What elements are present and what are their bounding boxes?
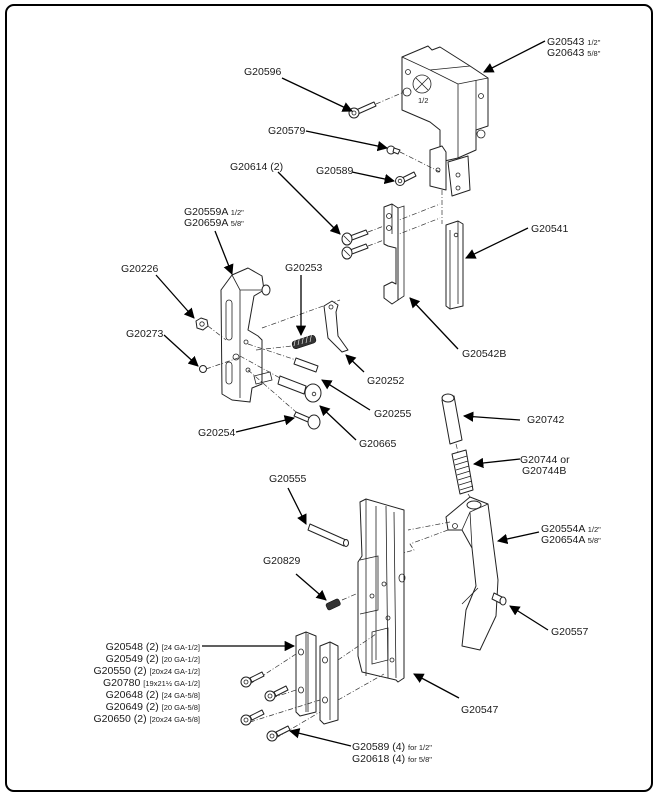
- svg-text:G20659A 5/8": G20659A 5/8": [184, 217, 244, 229]
- label-g20829: G20829: [263, 555, 301, 567]
- label-g20554a: G20554A: [541, 523, 585, 535]
- label-g20579: G20579: [268, 125, 306, 137]
- stripper-spec: [20x24 GA-5/8]: [150, 715, 200, 724]
- stripper-plate-list: G20548 (2) [24 GA-1/2] G20549 (2) [20 GA…: [94, 641, 201, 725]
- stripper-spec: [20x24 GA-1/2]: [150, 667, 200, 676]
- svg-text:G20780 [19x21½ GA-1/2]: G20780 [19x21½ GA-1/2]: [103, 677, 200, 689]
- label-g20654a: G20654A: [541, 534, 585, 546]
- pin-g20665: [277, 375, 322, 403]
- label-g20744-line2: G20744B: [522, 465, 566, 477]
- svg-text:G20618 (4) for 5/8": G20618 (4) for 5/8": [352, 753, 432, 765]
- screw-g20254: [293, 411, 321, 430]
- lever-g20252: [323, 300, 349, 353]
- screw-g20596: [348, 101, 377, 119]
- label-g20226: G20226: [121, 263, 159, 275]
- spring-g20253: [291, 331, 317, 350]
- svg-text:G20554A 1/2": G20554A 1/2": [541, 523, 601, 535]
- pin-g20255: [293, 357, 319, 373]
- nut-g20226: [195, 317, 209, 331]
- label-g20589-bottom-note: for 1/2": [408, 743, 432, 752]
- spring-g20744: [451, 449, 474, 495]
- body-g20547: [357, 498, 406, 683]
- setscrew-g20829: [325, 598, 341, 611]
- stripper-part: G20650 (2): [94, 713, 147, 725]
- screw-g20273: [199, 365, 207, 373]
- label-g20254: G20254: [198, 427, 236, 439]
- svg-text:G20654A 5/8": G20654A 5/8": [541, 534, 601, 546]
- svg-text:G20649 (2) [20 GA-5/8]: G20649 (2) [20 GA-5/8]: [106, 701, 200, 713]
- label-g20554a-size: 1/2": [588, 525, 601, 534]
- screws-g20589-bottom: [240, 671, 291, 742]
- leader-lines: [155, 40, 549, 747]
- svg-text:G20648 (2) [24 GA-5/8]: G20648 (2) [24 GA-5/8]: [106, 689, 200, 701]
- svg-text:G20549 (2) [20 GA-1/2]: G20549 (2) [20 GA-1/2]: [106, 653, 200, 665]
- label-g20659a: G20659A: [184, 217, 228, 229]
- label-g20252: G20252: [367, 375, 405, 387]
- label-g20618: G20618 (4): [352, 753, 405, 765]
- svg-text:G20643 5/8": G20643 5/8": [547, 47, 601, 59]
- label-g20618-note: for 5/8": [408, 755, 432, 764]
- stripper-part: G20549 (2): [106, 653, 159, 665]
- screw-g20589-top: [395, 171, 417, 186]
- label-g20255: G20255: [374, 408, 412, 420]
- stripper-part: G20648 (2): [106, 689, 159, 701]
- stripper-part: G20550 (2): [94, 665, 147, 677]
- svg-text:G20589 (4) for 1/2": G20589 (4) for 1/2": [352, 741, 432, 753]
- screw-g20579: [386, 145, 401, 155]
- label-g20559a: G20559A: [184, 206, 228, 218]
- bar-g20541: [445, 220, 464, 310]
- label-g20253: G20253: [285, 262, 323, 274]
- label-g20589-top: G20589: [316, 165, 354, 177]
- label-g20596: G20596: [244, 66, 282, 78]
- block-g20542b: [383, 203, 405, 305]
- pin-g20557: [491, 592, 507, 606]
- stripper-spec: [24 GA-1/2]: [162, 643, 200, 652]
- label-g20555: G20555: [269, 473, 307, 485]
- label-g20665: G20665: [359, 438, 397, 450]
- stripper-spec: [20 GA-1/2]: [162, 655, 200, 664]
- frame-g20559a: [220, 267, 273, 403]
- label-g20614: G20614 (2): [230, 161, 283, 173]
- svg-text:G20550 (2) [20x24 GA-1/2]: G20550 (2) [20x24 GA-1/2]: [94, 665, 201, 677]
- svg-text:G20650 (2) [20x24 GA-5/8]: G20650 (2) [20x24 GA-5/8]: [94, 713, 201, 725]
- plate-marking-label: 1/2: [418, 96, 428, 105]
- label-g20643: G20643: [547, 47, 585, 59]
- head-plate-part: 1/2: [401, 45, 489, 197]
- stripper-spec: [19x21½ GA-1/2]: [143, 679, 200, 688]
- stripper-spec: [20 GA-5/8]: [162, 703, 200, 712]
- label-g20643-size: 5/8": [587, 49, 600, 58]
- trigger-g20554a: [445, 496, 499, 651]
- svg-text:G20543 1/2": G20543 1/2": [547, 36, 601, 48]
- label-g20273: G20273: [126, 328, 164, 340]
- svg-text:G20559A 1/2": G20559A 1/2": [184, 206, 244, 218]
- stripper-part: G20548 (2): [106, 641, 159, 653]
- label-g20654a-size: 5/8": [588, 536, 601, 545]
- label-g20547: G20547: [461, 704, 499, 716]
- label-g20659a-size: 5/8": [231, 219, 244, 228]
- svg-text:G20548 (2) [24 GA-1/2]: G20548 (2) [24 GA-1/2]: [106, 641, 200, 653]
- label-g20541: G20541: [531, 223, 569, 235]
- label-g20543: G20543: [547, 36, 585, 48]
- label-g20742: G20742: [527, 414, 565, 426]
- label-g20559a-size: 1/2": [231, 208, 244, 217]
- label-g20589-bottom: G20589 (4): [352, 741, 405, 753]
- label-g20543-size: 1/2": [587, 38, 600, 47]
- screws-g20614: [341, 229, 369, 260]
- label-g20557: G20557: [551, 626, 589, 638]
- stripper-part: G20780: [103, 677, 141, 689]
- diagram-frame: [5, 4, 653, 792]
- label-g20744-line1: G20744 or: [520, 454, 570, 466]
- stripper-plate-back: [319, 641, 339, 725]
- pin-g20742: [441, 393, 463, 445]
- pin-g20555: [307, 523, 349, 547]
- stripper-plate-front: [295, 631, 317, 717]
- label-g20542b: G20542B: [462, 348, 506, 360]
- stripper-part: G20649 (2): [106, 701, 159, 713]
- stripper-spec: [24 GA-5/8]: [162, 691, 200, 700]
